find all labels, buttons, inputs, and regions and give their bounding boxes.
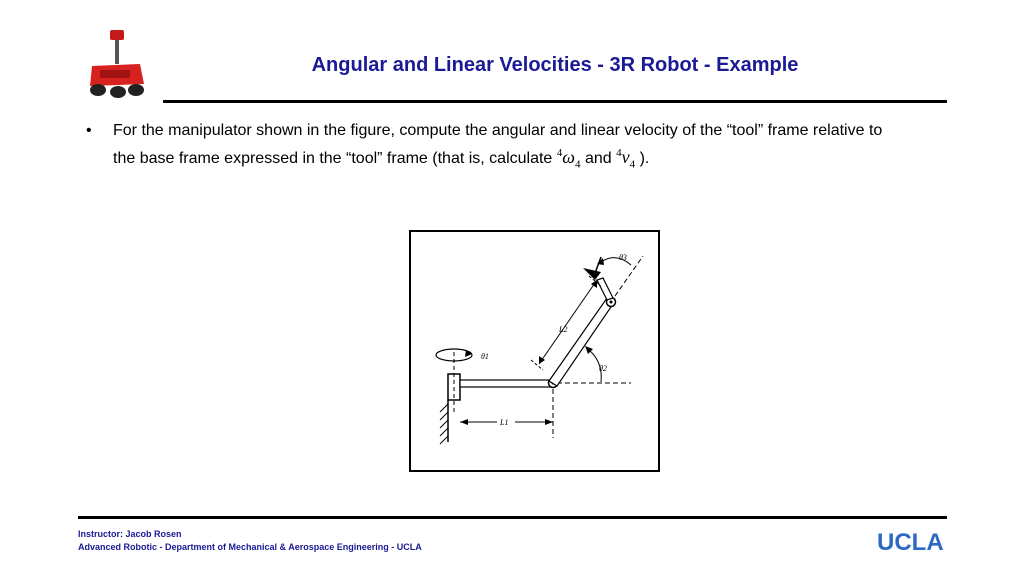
- header-divider: [163, 100, 947, 103]
- manipulator-figure: θ1 θ3 θ2 L2: [409, 230, 660, 472]
- theta2-label: θ2: [599, 364, 607, 373]
- bullet-marker: •: [86, 122, 92, 139]
- footer-divider: [78, 516, 947, 519]
- and-word: and: [584, 150, 612, 167]
- omega-symbol: 4ω4: [556, 147, 581, 171]
- statement-line2: the base frame expressed in the “tool” f…: [113, 150, 553, 167]
- ucla-logo: UCLA: [877, 529, 944, 556]
- footer-text: Instructor: Jacob Rosen Advanced Robotic…: [78, 528, 422, 554]
- statement-line1: For the manipulator shown in the figure,…: [113, 122, 883, 139]
- theta3-label: θ3: [619, 253, 627, 262]
- page-title: Angular and Linear Velocities - 3R Robot…: [311, 54, 799, 76]
- robot-icon: [90, 30, 144, 98]
- velocity-symbol: 4v4: [616, 147, 636, 171]
- course-department: Advanced Robotic - Department of Mechani…: [78, 542, 422, 552]
- L1-label: L1: [499, 418, 508, 427]
- statement-end: ).: [639, 150, 650, 167]
- instructor-name: Instructor: Jacob Rosen: [78, 529, 182, 539]
- theta1-label: θ1: [481, 352, 489, 361]
- manipulator-diagram: θ1 θ3 θ2 L2: [435, 253, 644, 445]
- L2-label: L2: [558, 325, 567, 334]
- problem-statement: For the manipulator shown in the figure,…: [113, 120, 953, 176]
